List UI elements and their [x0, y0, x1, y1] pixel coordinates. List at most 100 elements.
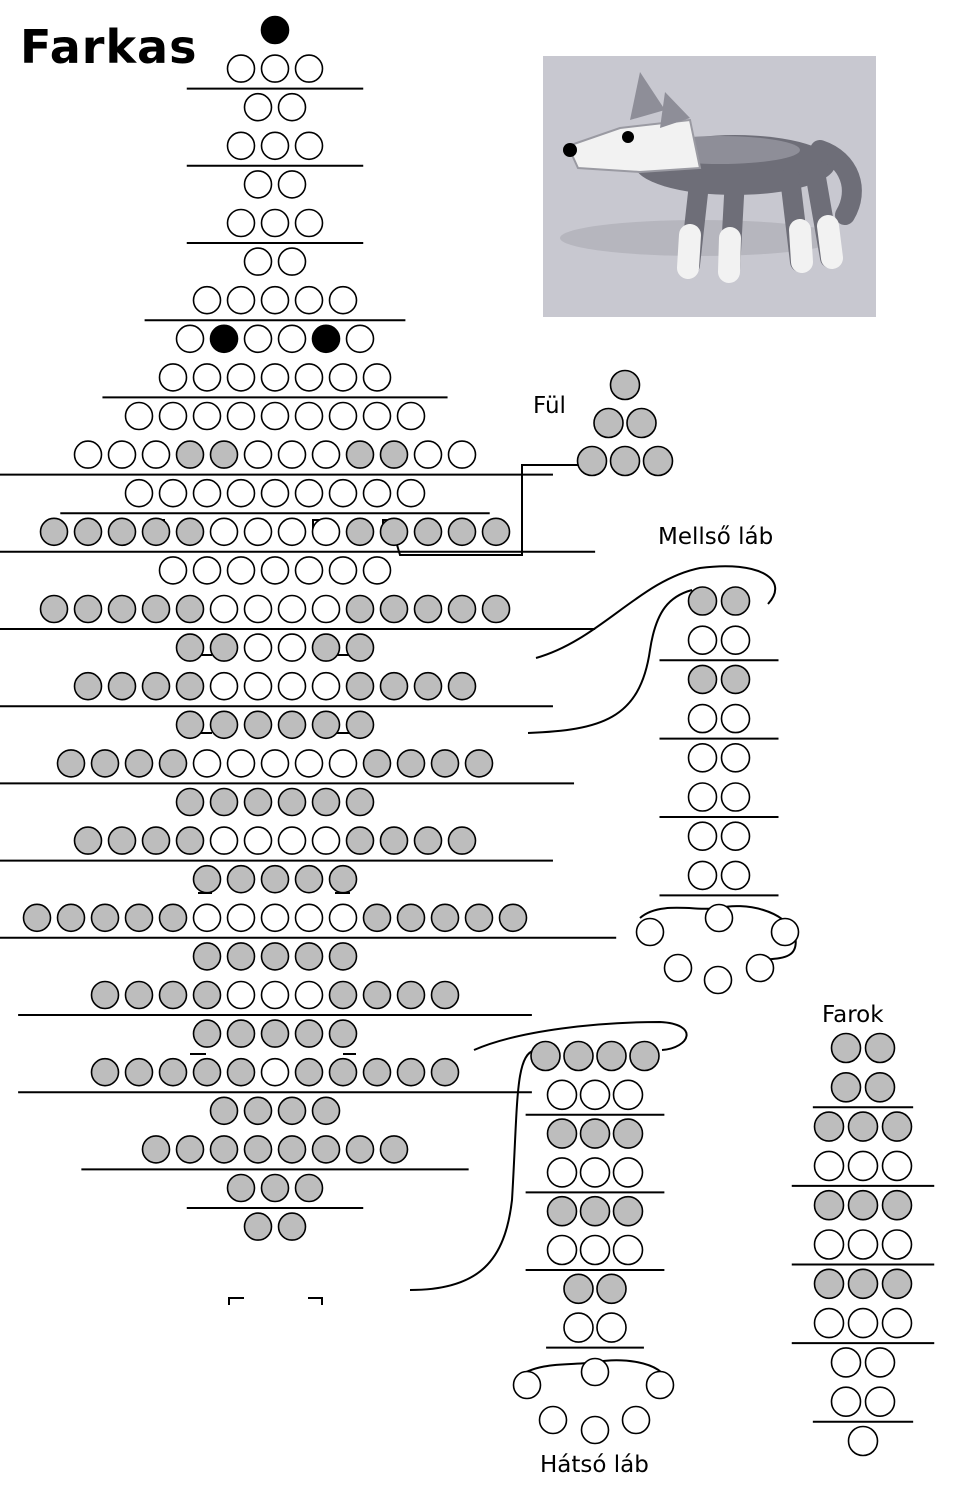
- body-grey-bead: [347, 1136, 374, 1163]
- tail-white-bead: [866, 1387, 895, 1416]
- body-grey-bead: [364, 750, 391, 777]
- front-leg-white-bead: [689, 626, 717, 654]
- body-white-bead: [228, 287, 255, 314]
- body-white-bead: [279, 441, 306, 468]
- body-grey-bead: [364, 1059, 391, 1086]
- front-leg-white-bead: [689, 822, 717, 850]
- body-white-bead: [245, 673, 272, 700]
- body-grey-bead: [313, 634, 340, 661]
- body-white-bead: [211, 827, 238, 854]
- body-grey-bead: [415, 518, 442, 545]
- body-grey-bead: [381, 1136, 408, 1163]
- body-grey-bead: [41, 596, 68, 623]
- front-foot-white-bead: [665, 955, 692, 982]
- body-grey-bead: [381, 673, 408, 700]
- body-white-bead: [160, 364, 187, 391]
- hind-leg-white-bead: [581, 1236, 610, 1265]
- body-grey-bead: [262, 866, 289, 893]
- hind-leg-white-bead: [581, 1158, 610, 1187]
- body-white-bead: [279, 673, 306, 700]
- tail-grey-bead: [883, 1112, 912, 1141]
- body-white-bead: [330, 287, 357, 314]
- body-white-bead: [194, 904, 221, 931]
- front-leg-white-bead: [722, 783, 750, 811]
- body-grey-bead: [228, 1059, 255, 1086]
- hind-leg-white-bead: [564, 1313, 593, 1342]
- hind-foot-white-bead: [540, 1407, 567, 1434]
- hind-leg-white-bead: [548, 1236, 577, 1265]
- front-leg-grey-bead: [689, 665, 717, 693]
- hind-leg-grey-bead: [614, 1197, 643, 1226]
- body-grey-bead: [58, 750, 85, 777]
- body-grey-bead: [143, 827, 170, 854]
- body-white-bead: [449, 441, 476, 468]
- body-white-bead: [177, 325, 204, 352]
- body-grey-bead: [109, 827, 136, 854]
- body-white-bead: [126, 480, 153, 507]
- ear-grey-bead: [627, 409, 656, 438]
- body-grey-bead: [347, 441, 374, 468]
- body-white-bead: [228, 557, 255, 584]
- front-leg-white-bead: [689, 861, 717, 889]
- tail-white-bead: [849, 1427, 878, 1456]
- body-grey-bead: [483, 596, 510, 623]
- ear-label: Fül: [533, 393, 566, 419]
- body-grey-bead: [279, 789, 306, 816]
- body-grey-bead: [449, 827, 476, 854]
- body-white-bead: [347, 325, 374, 352]
- body-white-bead: [415, 441, 442, 468]
- body-grey-bead: [177, 673, 204, 700]
- body-grey-bead: [160, 904, 187, 931]
- front-leg-label: Mellső láb: [658, 524, 773, 550]
- wolf-nose: [563, 143, 577, 157]
- body-grey-bead: [177, 441, 204, 468]
- front-leg-white-bead: [722, 626, 750, 654]
- hind-leg-grey-bead: [597, 1042, 626, 1071]
- body-grey-bead: [262, 943, 289, 970]
- body-grey-bead: [109, 673, 136, 700]
- body-grey-bead: [330, 866, 357, 893]
- body-white-bead: [330, 750, 357, 777]
- front-leg-white-bead: [722, 744, 750, 772]
- body-grey-bead: [279, 711, 306, 738]
- body-white-bead: [126, 403, 153, 430]
- body-white-bead: [245, 441, 272, 468]
- body-grey-bead: [347, 596, 374, 623]
- body-white-bead: [211, 518, 238, 545]
- tail-grey-bead: [883, 1269, 912, 1298]
- hind-leg-grey-bead: [581, 1119, 610, 1148]
- body-grey-bead: [24, 904, 51, 931]
- body-white-bead: [160, 480, 187, 507]
- hind-leg-white-bead: [597, 1313, 626, 1342]
- body-white-bead: [262, 982, 289, 1009]
- body-grey-bead: [92, 904, 119, 931]
- front-leg-white-bead: [722, 822, 750, 850]
- body-grey-bead: [347, 827, 374, 854]
- body-white-bead: [364, 403, 391, 430]
- body-white-bead: [228, 364, 255, 391]
- hind-foot-white-bead: [582, 1359, 609, 1386]
- body-grey-bead: [126, 904, 153, 931]
- front-leg-grey-bead: [722, 587, 750, 615]
- body-grey-bead: [228, 943, 255, 970]
- body-grey-bead: [296, 1059, 323, 1086]
- body-white-bead: [194, 364, 221, 391]
- body-grey-bead: [211, 711, 238, 738]
- body-grey-bead: [228, 866, 255, 893]
- body-grey-bead: [347, 711, 374, 738]
- body-grey-bead: [296, 943, 323, 970]
- body-white-bead: [160, 557, 187, 584]
- connector-line: [229, 1298, 244, 1305]
- body-grey-bead: [313, 789, 340, 816]
- body-grey-bead: [75, 827, 102, 854]
- hind-leg-white-bead: [581, 1080, 610, 1109]
- hind-leg-grey-bead: [581, 1197, 610, 1226]
- hind-foot-white-bead: [647, 1372, 674, 1399]
- body-white-bead: [330, 480, 357, 507]
- tail-grey-bead: [832, 1073, 861, 1102]
- body-white-bead: [279, 596, 306, 623]
- body-grey-bead: [449, 673, 476, 700]
- body-white-bead: [313, 827, 340, 854]
- front-leg-white-bead: [689, 744, 717, 772]
- body-grey-bead: [398, 904, 425, 931]
